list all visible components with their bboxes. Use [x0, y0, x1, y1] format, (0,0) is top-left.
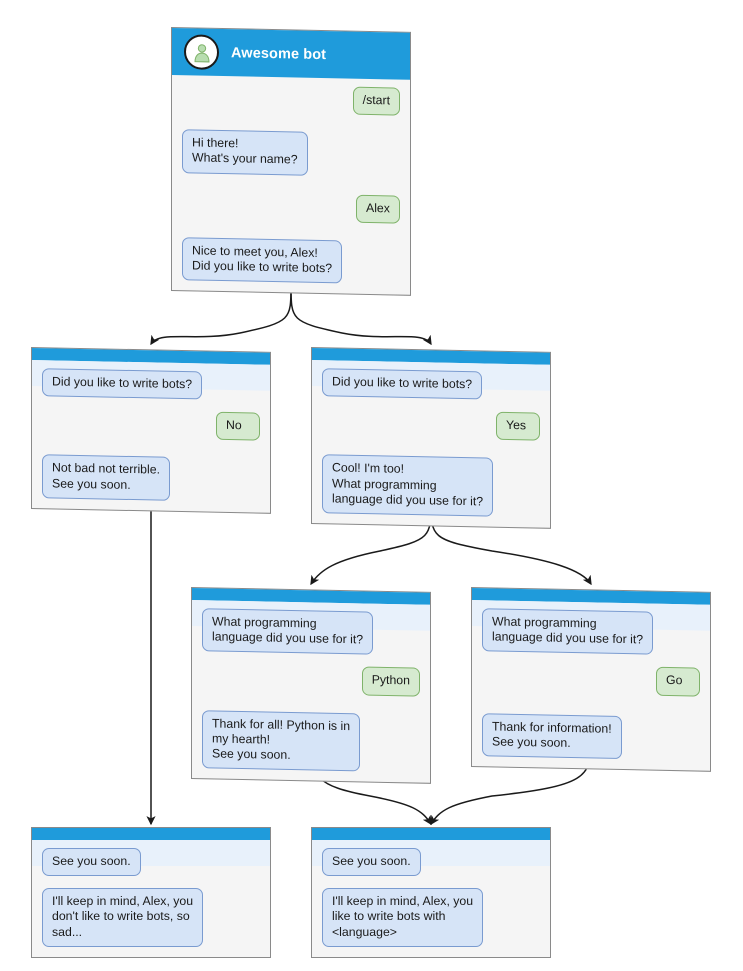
spacer	[42, 396, 260, 412]
spacer	[322, 396, 540, 412]
spacer	[202, 652, 420, 668]
bot-message-bubble: Cool! I'm too! What programming language…	[322, 454, 494, 517]
card-header-end-left	[32, 828, 270, 840]
bot-message-bubble: Nice to meet you, Alex! Did you like to …	[182, 237, 343, 284]
spacer	[322, 876, 540, 888]
bot-message-bubble: Thank for all! Python is in my hearth! S…	[202, 709, 361, 772]
user-message-bubble: Yes	[496, 411, 540, 442]
bot-message-bubble: Did you like to write bots?	[42, 368, 203, 400]
bot-message-bubble: Did you like to write bots?	[322, 368, 483, 400]
spacer	[182, 173, 400, 195]
bot-message-bubble: I'll keep in mind, Alex, you don't like …	[42, 888, 204, 947]
card-header-end-right	[312, 828, 550, 840]
card-body-root: /start Hi there! What's your name? Alex …	[172, 75, 410, 295]
card-body-end-right: See you soon. I'll keep in mind, Alex, y…	[312, 840, 550, 957]
spacer	[42, 876, 260, 888]
user-message-bubble: Go	[656, 667, 700, 697]
chat-card-go[interactable]: What programming language did you use fo…	[471, 587, 711, 772]
card-body-no: Did you like to write bots? No Not bad n…	[32, 360, 270, 513]
bot-message-bubble: I'll keep in mind, Alex, you like to wri…	[322, 888, 484, 947]
card-header-root: Awesome bot	[172, 28, 410, 80]
user-message-bubble: Alex	[356, 194, 400, 224]
user-message-bubble: No	[216, 411, 260, 442]
card-body-yes: Did you like to write bots? Yes Cool! I'…	[312, 360, 550, 528]
card-body-python: What programming language did you use fo…	[192, 600, 430, 783]
chat-card-root[interactable]: Awesome bot /start Hi there! What's your…	[171, 27, 411, 297]
chat-card-no[interactable]: Did you like to write bots? No Not bad n…	[31, 347, 271, 514]
chat-card-end-left[interactable]: See you soon. I'll keep in mind, Alex, y…	[31, 827, 271, 958]
card-body-end-left: See you soon. I'll keep in mind, Alex, y…	[32, 840, 270, 957]
person-avatar-icon	[184, 34, 219, 70]
bot-message-bubble: Not bad not terrible. See you soon.	[42, 454, 171, 501]
card-body-go: What programming language did you use fo…	[472, 600, 710, 771]
user-message-bubble: Python	[361, 666, 420, 697]
user-message-bubble: /start	[352, 86, 400, 116]
chat-card-end-right[interactable]: See you soon. I'll keep in mind, Alex, y…	[311, 827, 551, 958]
bot-message-bubble: Thank for information! See you soon.	[482, 712, 622, 760]
bot-message-bubble: What programming language did you use fo…	[482, 608, 654, 656]
bot-message-bubble: See you soon.	[42, 848, 141, 877]
bot-message-bubble: What programming language did you use fo…	[202, 608, 374, 656]
edge-root-to-no	[150, 284, 292, 346]
spacer	[482, 652, 700, 668]
bot-title: Awesome bot	[231, 44, 327, 63]
bot-message-bubble: Hi there! What's your name?	[182, 129, 308, 176]
bot-message-bubble: See you soon.	[322, 848, 421, 877]
chat-card-yes[interactable]: Did you like to write bots? Yes Cool! I'…	[311, 347, 551, 529]
chat-card-python[interactable]: What programming language did you use fo…	[191, 587, 431, 785]
